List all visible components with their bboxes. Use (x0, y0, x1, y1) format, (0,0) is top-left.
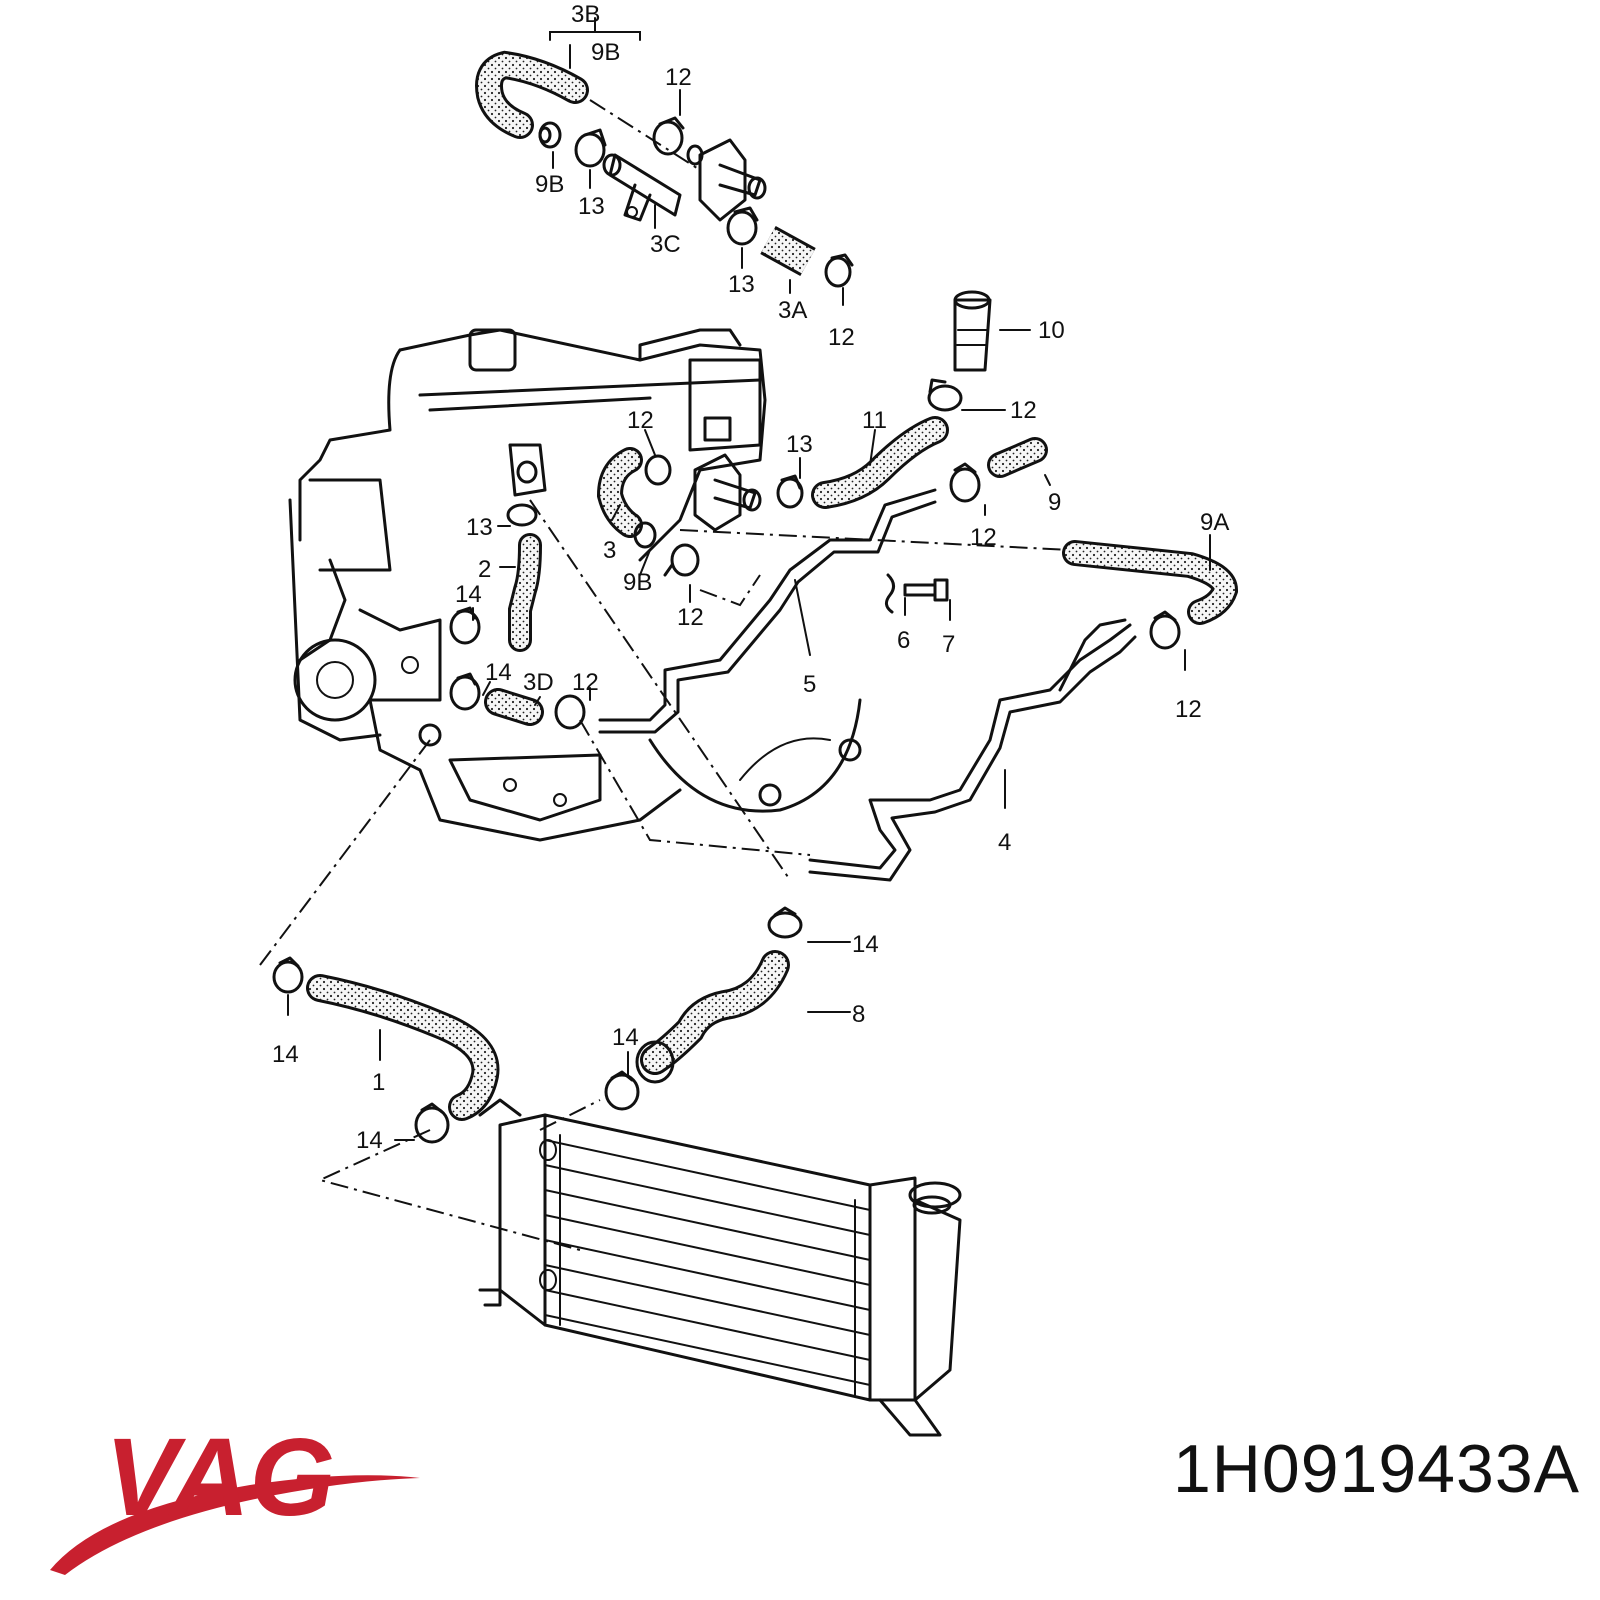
label-14-a: 14 (455, 581, 482, 608)
clamp-14-b1 (767, 906, 803, 939)
label-9b-b: 9B (535, 171, 564, 198)
label-12-a: 12 (665, 64, 692, 91)
clamp-12-r3 (1149, 610, 1181, 650)
hose-8 (635, 950, 790, 1084)
pipe-5 (598, 488, 937, 734)
label-14-d: 14 (612, 1024, 639, 1051)
label-3a: 3A (778, 297, 807, 324)
hose-2 (508, 533, 542, 652)
hose-3a (760, 225, 816, 277)
hose-3 (596, 447, 643, 538)
label-2: 2 (478, 556, 491, 583)
vag-logo-swoosh (50, 1475, 420, 1575)
hose-9a (1062, 540, 1239, 625)
clamp-12-l (554, 694, 586, 730)
label-13-d: 13 (466, 514, 493, 541)
label-9b-c: 9B (623, 569, 652, 596)
clamp-12-mid2 (644, 454, 672, 486)
label-13-b: 13 (728, 271, 755, 298)
label-12-d: 12 (627, 407, 654, 434)
label-10: 10 (1038, 317, 1065, 344)
callout-labels: 3B 9B 12 9B 13 3C 13 3A 12 10 12 12 13 1… (272, 1, 1229, 1154)
label-6: 6 (897, 627, 910, 654)
hose-9 (987, 437, 1048, 478)
label-12-h: 12 (1175, 696, 1202, 723)
bolt-7 (903, 578, 949, 602)
label-11: 11 (862, 407, 887, 434)
label-13-a: 13 (578, 193, 605, 220)
label-3b-top: 3B (571, 1, 600, 28)
label-5: 5 (803, 671, 816, 698)
label-12-e: 12 (970, 524, 997, 551)
sleeve-9b-top (538, 121, 562, 149)
label-12-f: 12 (677, 604, 704, 631)
label-9a: 9A (1200, 509, 1229, 536)
clamp-13-r (776, 474, 804, 509)
callout-leaders (287, 17, 1211, 1141)
clamp-12-r2 (949, 462, 981, 503)
hose-3d (484, 688, 544, 726)
flange-upper (686, 138, 767, 222)
label-8: 8 (852, 1001, 865, 1028)
label-14-f: 14 (356, 1127, 383, 1154)
vag-logo: VAG (50, 1416, 420, 1575)
hose-11 (811, 416, 949, 509)
clamp-14-b4 (414, 1102, 450, 1144)
hose-1 (306, 974, 500, 1121)
label-9b-top: 9B (591, 39, 620, 66)
clamp-14-b3 (272, 956, 304, 994)
intercooler (478, 1098, 962, 1437)
label-1: 1 (372, 1069, 385, 1096)
dashed-leader-lines (259, 99, 1071, 1251)
label-3d: 3D (523, 669, 554, 696)
clamp-13-top (574, 128, 607, 168)
label-12-b: 12 (828, 324, 855, 351)
clamp-14-l1 (449, 606, 481, 645)
clamp-12-mid3 (663, 543, 700, 577)
bracket-13 (506, 443, 547, 527)
clamp-12-r1 (927, 378, 963, 412)
pipe-4 (808, 618, 1137, 882)
clamp-12-top (652, 116, 685, 156)
label-14-b: 14 (485, 659, 512, 686)
pipe-10 (953, 290, 992, 372)
label-14-c: 14 (852, 931, 879, 958)
engine-block (288, 328, 862, 842)
label-7: 7 (942, 631, 955, 658)
connector-3c (602, 153, 682, 222)
label-13-c: 13 (786, 431, 813, 458)
vag-logo-text: VAG (105, 1416, 335, 1539)
label-4: 4 (998, 829, 1011, 856)
clamp-12-mid (824, 253, 854, 288)
part-number: 1H0919433A (1172, 1431, 1580, 1507)
clamp-14-b2 (604, 1070, 640, 1111)
clamp-14-l2 (449, 672, 481, 711)
hose-3b (475, 50, 589, 139)
label-12-g: 12 (572, 669, 599, 696)
label-3c: 3C (650, 231, 681, 258)
label-12-c: 12 (1010, 397, 1037, 424)
clip-6 (885, 573, 895, 614)
label-14-e: 14 (272, 1041, 299, 1068)
clamp-13-mid (726, 206, 759, 246)
sleeve-9b-mid (633, 521, 657, 549)
label-9: 9 (1048, 489, 1061, 516)
flange-lower (693, 453, 762, 532)
label-3: 3 (603, 537, 616, 564)
